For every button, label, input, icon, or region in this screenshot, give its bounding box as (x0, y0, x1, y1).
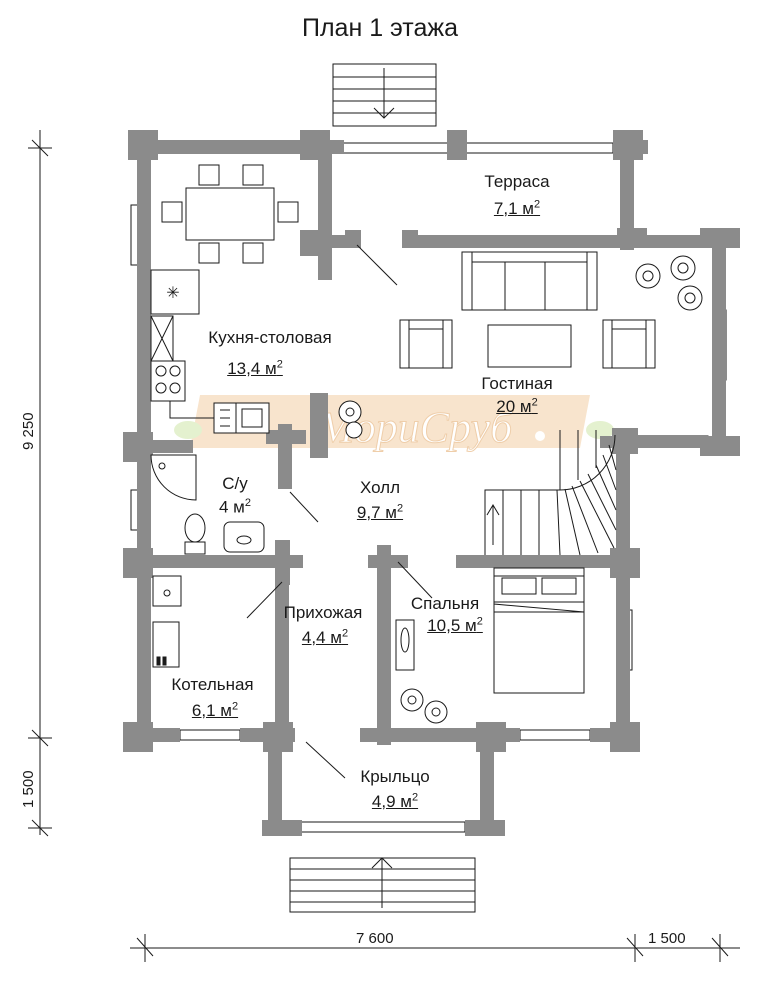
room-name-boiler: Котельная (171, 675, 254, 694)
living-furniture (399, 251, 656, 369)
dimension-lines (28, 130, 740, 962)
plants (338, 255, 703, 724)
walls (123, 130, 740, 836)
room-area-bedroom: 10,5 м2 (427, 615, 483, 635)
room-area-boiler: 6,1 м2 (191, 700, 239, 720)
room-area-hall: 9,7 м2 (356, 502, 404, 522)
page-title: План 1 этажа (302, 14, 458, 42)
bedroom-wardrobe (395, 619, 415, 671)
room-area-porch: 4,9 м2 (371, 791, 419, 811)
boiler-fixtures (152, 575, 182, 668)
room-name-hall: Холл (359, 478, 401, 497)
svg-text:✳: ✳ (166, 283, 179, 302)
room-name-porch: Крыльцо (360, 767, 430, 786)
room-area-terrace: 7,1 м2 (493, 198, 541, 218)
room-area-living: 20 м2 (496, 396, 538, 416)
interior-stairs (484, 430, 617, 556)
room-name-kitchen: Кухня-столовая (208, 328, 332, 347)
bathroom-fixtures (150, 454, 265, 555)
bed (493, 567, 585, 694)
dining-table (161, 164, 299, 264)
room-name-bath: С/у (222, 474, 248, 493)
door-swings (246, 244, 433, 779)
room-name-bedroom: Спальня (410, 594, 480, 613)
kitchen-fixtures: ✳ (150, 269, 270, 434)
dimension-bottom-main: 7 600 (356, 930, 394, 947)
dimension-bottom-ext: 1 500 (648, 930, 686, 947)
room-area-kitchen: 13,4 м2 (227, 358, 283, 378)
room-area-bath: 4 м2 (219, 497, 251, 517)
top-stairs (332, 63, 437, 127)
bottom-stairs (289, 857, 476, 913)
room-area-entry: 4,4 м2 (301, 627, 349, 647)
dimension-left-main: 9 250 (20, 412, 37, 450)
room-name-living: Гостиная (481, 374, 553, 393)
room-name-entry: Прихожая (283, 603, 363, 622)
room-name-terrace: Терраса (484, 172, 550, 191)
dimension-left-ext: 1 500 (20, 770, 37, 808)
